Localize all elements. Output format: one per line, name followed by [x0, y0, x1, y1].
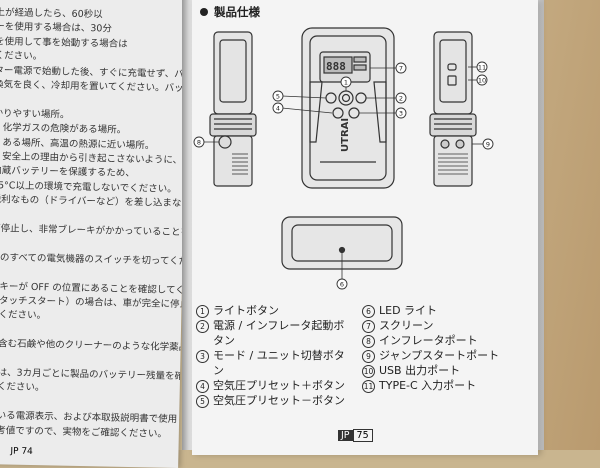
legend-text: ン: [213, 364, 224, 377]
svg-text:2: 2: [399, 95, 403, 103]
legend-text: 電源 / インフレータ起動ボ: [213, 319, 345, 332]
legend-text: ジャンプスタートポート: [379, 349, 500, 362]
legend-text: ライトボタン: [213, 304, 279, 317]
legend-item: 11 TYPE-C 入力ポート: [362, 378, 532, 393]
product-diagram: UTRAI 888 1 2 3 5 6 7 8 9 10 11 4: [193, 27, 494, 290]
bullet-icon: [200, 8, 208, 16]
legend-item: 6 LED ライト: [362, 303, 532, 318]
legend-text: 空気圧プリセット－ボタン: [213, 394, 345, 407]
side-view-left: [202, 31, 257, 187]
svg-text:9: 9: [486, 141, 490, 149]
callout-1: 1: [340, 76, 352, 88]
legend-text: 空気圧プリセット＋ボタン: [213, 379, 345, 392]
legend-item: 7 スクリーン: [362, 318, 532, 333]
svg-text:8: 8: [197, 139, 201, 147]
legend-number: 4: [196, 380, 209, 393]
legend-text: TYPE-C 入力ポート: [379, 379, 477, 392]
section-title: 製品仕様: [200, 4, 260, 20]
legend-item: 3 モード / ユニット切替ボタ: [196, 348, 358, 363]
legend-item: 9 ジャンプスタートポート: [362, 348, 532, 363]
callout-6: 6: [336, 278, 348, 290]
left-page-line: 上が経過したら、60秒以: [0, 7, 103, 21]
callout-3: 3: [395, 107, 407, 119]
legend-text: インフレータポート: [379, 334, 478, 347]
legend-item: 10 USB 出力ポート: [362, 363, 532, 378]
callout-5: 5: [272, 90, 284, 102]
left-page-line: 参考値ですので、実物をご確認ください。: [0, 424, 168, 440]
left-page-line: 換気を良く、冷却用を置いてください。バッテリー: [0, 79, 188, 95]
callout-9: 9: [482, 138, 494, 150]
legend-number: 9: [362, 350, 375, 363]
legend-text: USB 出力ポート: [379, 364, 461, 377]
left-page-line: を含む石鹸や他のクリーナーのような化学薬品で: [0, 338, 188, 354]
svg-text:3: 3: [399, 110, 403, 118]
legend-item: 2 電源 / インフレータ起動ボ: [196, 318, 358, 333]
side-view-right: [429, 31, 484, 187]
right-page: 製品仕様: [192, 0, 538, 455]
legend-text: スクリーン: [379, 319, 434, 332]
legend-item: ン: [196, 363, 358, 378]
legend-number: 1: [196, 305, 209, 318]
legend-right: 6 LED ライト 7 スクリーン 8 インフレータポート 9 ジャンプスタートポート 10 US…: [362, 303, 532, 393]
left-page-line: 内のすべての電気機器のスイッチを切ってください。: [0, 251, 188, 268]
legend-item: 5 空気圧プリセット－ボタン: [196, 393, 358, 408]
left-page-line: が停止し、非常ブレーキがかかっていることを確認: [0, 223, 188, 239]
callout-4-marker: 4: [272, 102, 284, 114]
legend-text: タン: [213, 334, 235, 347]
svg-text:10: 10: [478, 77, 486, 85]
svg-text:4: 4: [276, 105, 280, 113]
left-page-number: JP 74: [10, 446, 33, 457]
legend-item: タン: [196, 333, 358, 348]
svg-text:11: 11: [478, 64, 486, 72]
legend-number: 11: [362, 380, 375, 393]
svg-text:7: 7: [399, 65, 403, 73]
screen-reading: 888: [326, 60, 346, 73]
legend-text: LED ライト: [379, 304, 438, 317]
left-page-line: てください。: [0, 309, 47, 322]
legend-text: モード / ユニット切替ボタ: [213, 349, 345, 362]
callout-10: 10: [476, 74, 488, 86]
callout-11: 11: [476, 61, 488, 73]
svg-text:1: 1: [344, 79, 348, 87]
legend-number: 5: [196, 395, 209, 408]
svg-text:5: 5: [276, 93, 280, 101]
legend-number: 8: [362, 335, 375, 348]
front-view: [301, 27, 395, 189]
brand-logo: UTRAI: [340, 118, 351, 152]
legend-number: 6: [362, 305, 375, 318]
legend-number: 7: [362, 320, 375, 333]
left-page-line: ください。: [0, 50, 43, 63]
legend-left: 1 ライトボタン 2 電源 / インフレータ起動ボタン 3 モード / ユニット切替ボタン…: [196, 303, 358, 408]
bottom-view: [281, 216, 403, 280]
callout-2: 2: [395, 92, 407, 104]
callout-7: 7: [395, 62, 407, 74]
left-page-line: かりやすい場所。: [0, 107, 70, 121]
legend-number: 3: [196, 350, 209, 363]
legend-number: 10: [362, 365, 375, 378]
left-page-line: 鋭利なもの（ドライバーなど）を差し込まないでください。: [0, 194, 188, 211]
legend-item: 4 空気圧プリセット＋ボタン: [196, 378, 358, 393]
callout-4: [396, 101, 406, 111]
legend-number: 2: [196, 320, 209, 333]
callout-8: 8: [193, 136, 205, 148]
legend-item: 1 ライトボタン: [196, 303, 358, 318]
left-page-line: てください。: [0, 381, 45, 394]
legend-item: 8 インフレータポート: [362, 333, 532, 348]
left-page: JP 74 上が経過したら、60秒以ーを使用する場合は、30分を使用して事を始動…: [0, 0, 188, 468]
svg-text:6: 6: [340, 281, 344, 289]
